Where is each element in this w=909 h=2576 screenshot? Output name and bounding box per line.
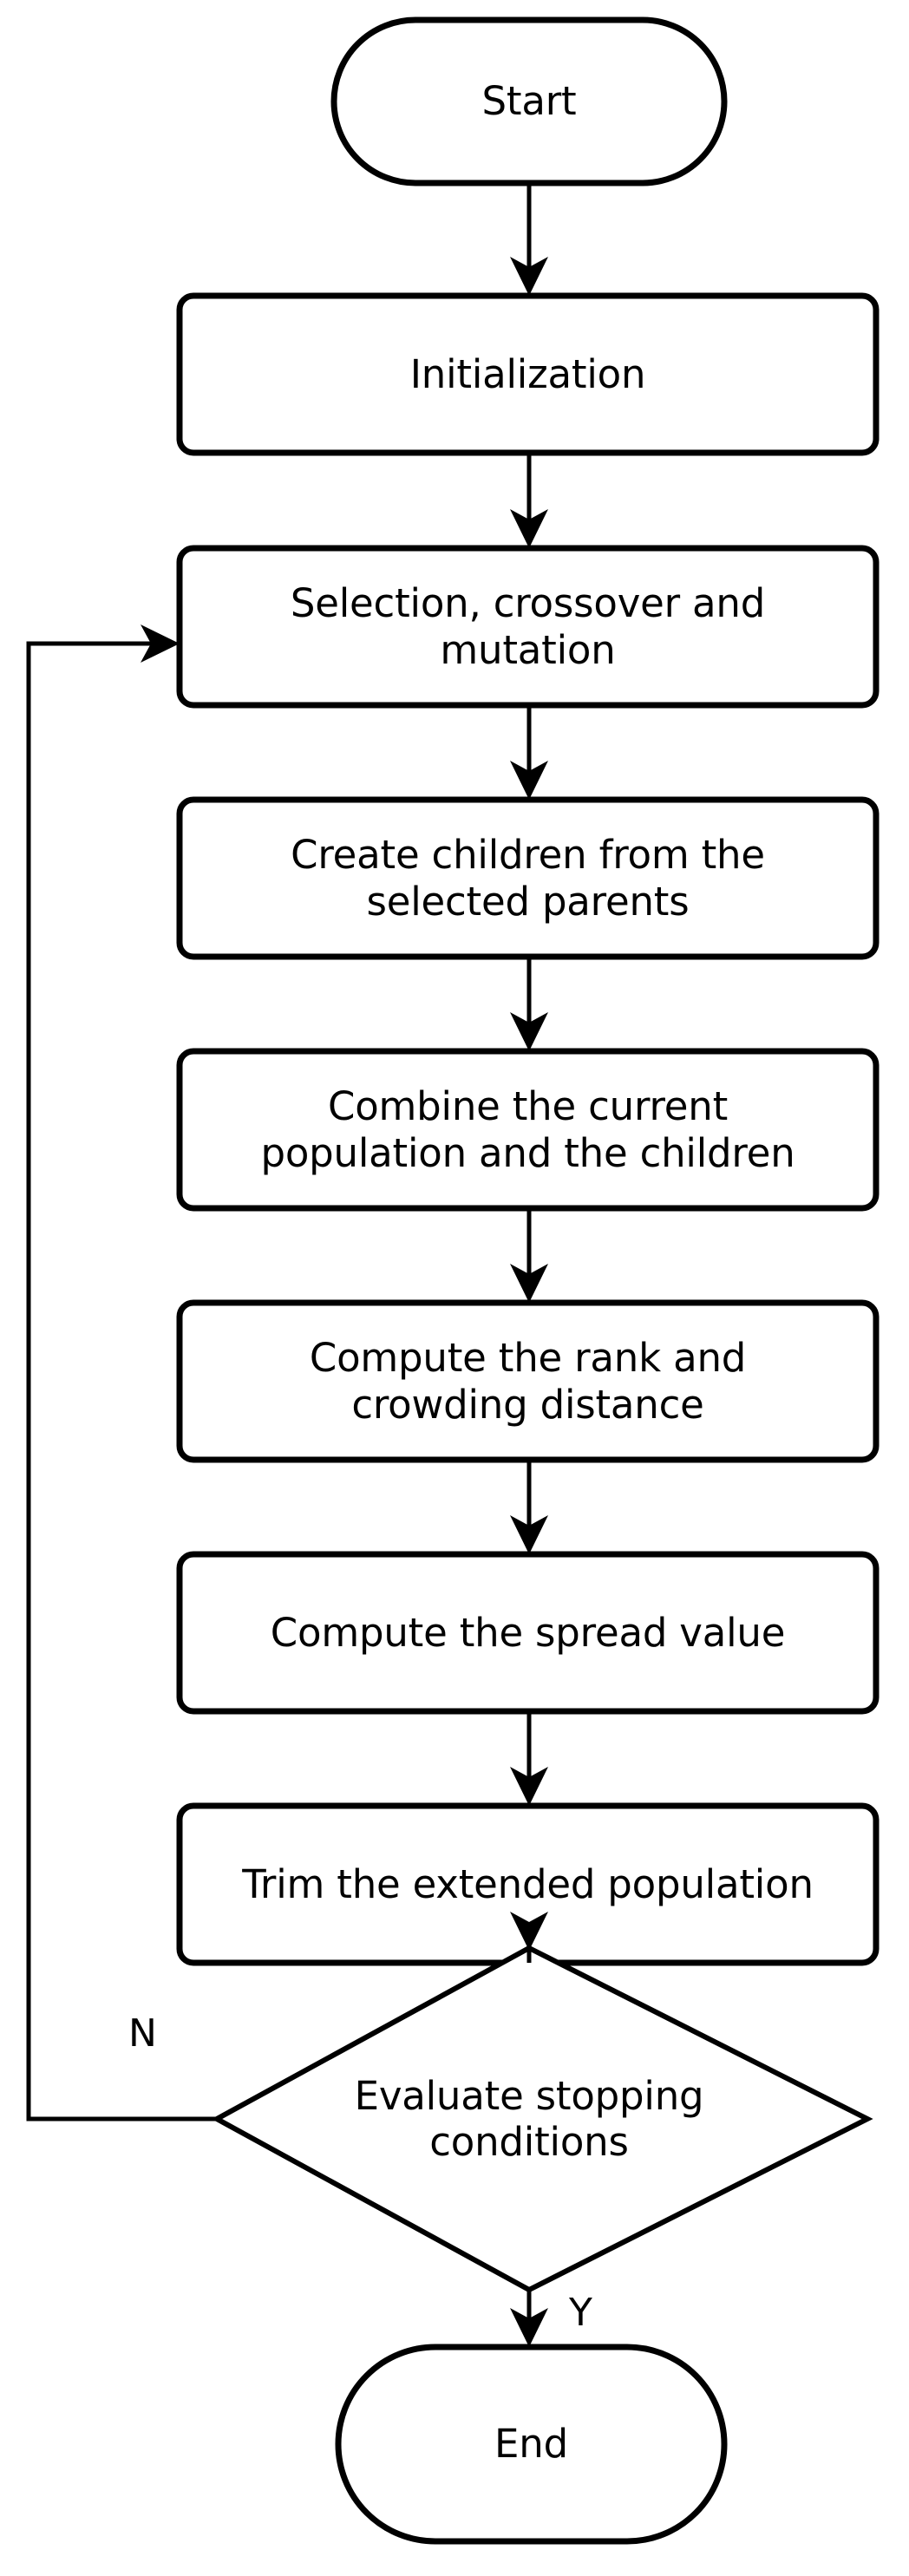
node-initialization-shape[interactable] (176, 292, 880, 456)
edge-label-yes-branch: Y (569, 2291, 592, 2335)
node-combine-population-shape[interactable] (176, 1048, 880, 1212)
edge-compute-spread-to-trim (510, 1711, 548, 1806)
edge-compute-rank-to-compute-spread (510, 1460, 548, 1554)
node-end-shape[interactable] (335, 2344, 728, 2545)
edge-evaluate-loopback-to-selection (26, 624, 217, 2122)
node-compute-rank-crowding-shape[interactable] (176, 1299, 880, 1463)
edge-create-children-to-combine (510, 957, 548, 1051)
edge-initialization-to-selection (510, 453, 548, 548)
node-selection-crossover-mutation-shape[interactable] (176, 545, 880, 709)
node-create-children-shape[interactable] (176, 796, 880, 960)
edge-combine-to-compute-rank (510, 1208, 548, 1303)
edge-label-no-branch: N (128, 2011, 157, 2056)
edge-start-to-initialization (510, 183, 548, 296)
node-evaluate-stopping-shape[interactable] (211, 1945, 873, 2293)
edge-evaluate-to-end (510, 2290, 548, 2347)
node-compute-spread-shape[interactable] (176, 1551, 880, 1715)
edge-selection-to-create-children (510, 705, 548, 800)
edge-trim-to-evaluate (510, 1912, 548, 1963)
node-start-shape[interactable] (330, 16, 728, 186)
